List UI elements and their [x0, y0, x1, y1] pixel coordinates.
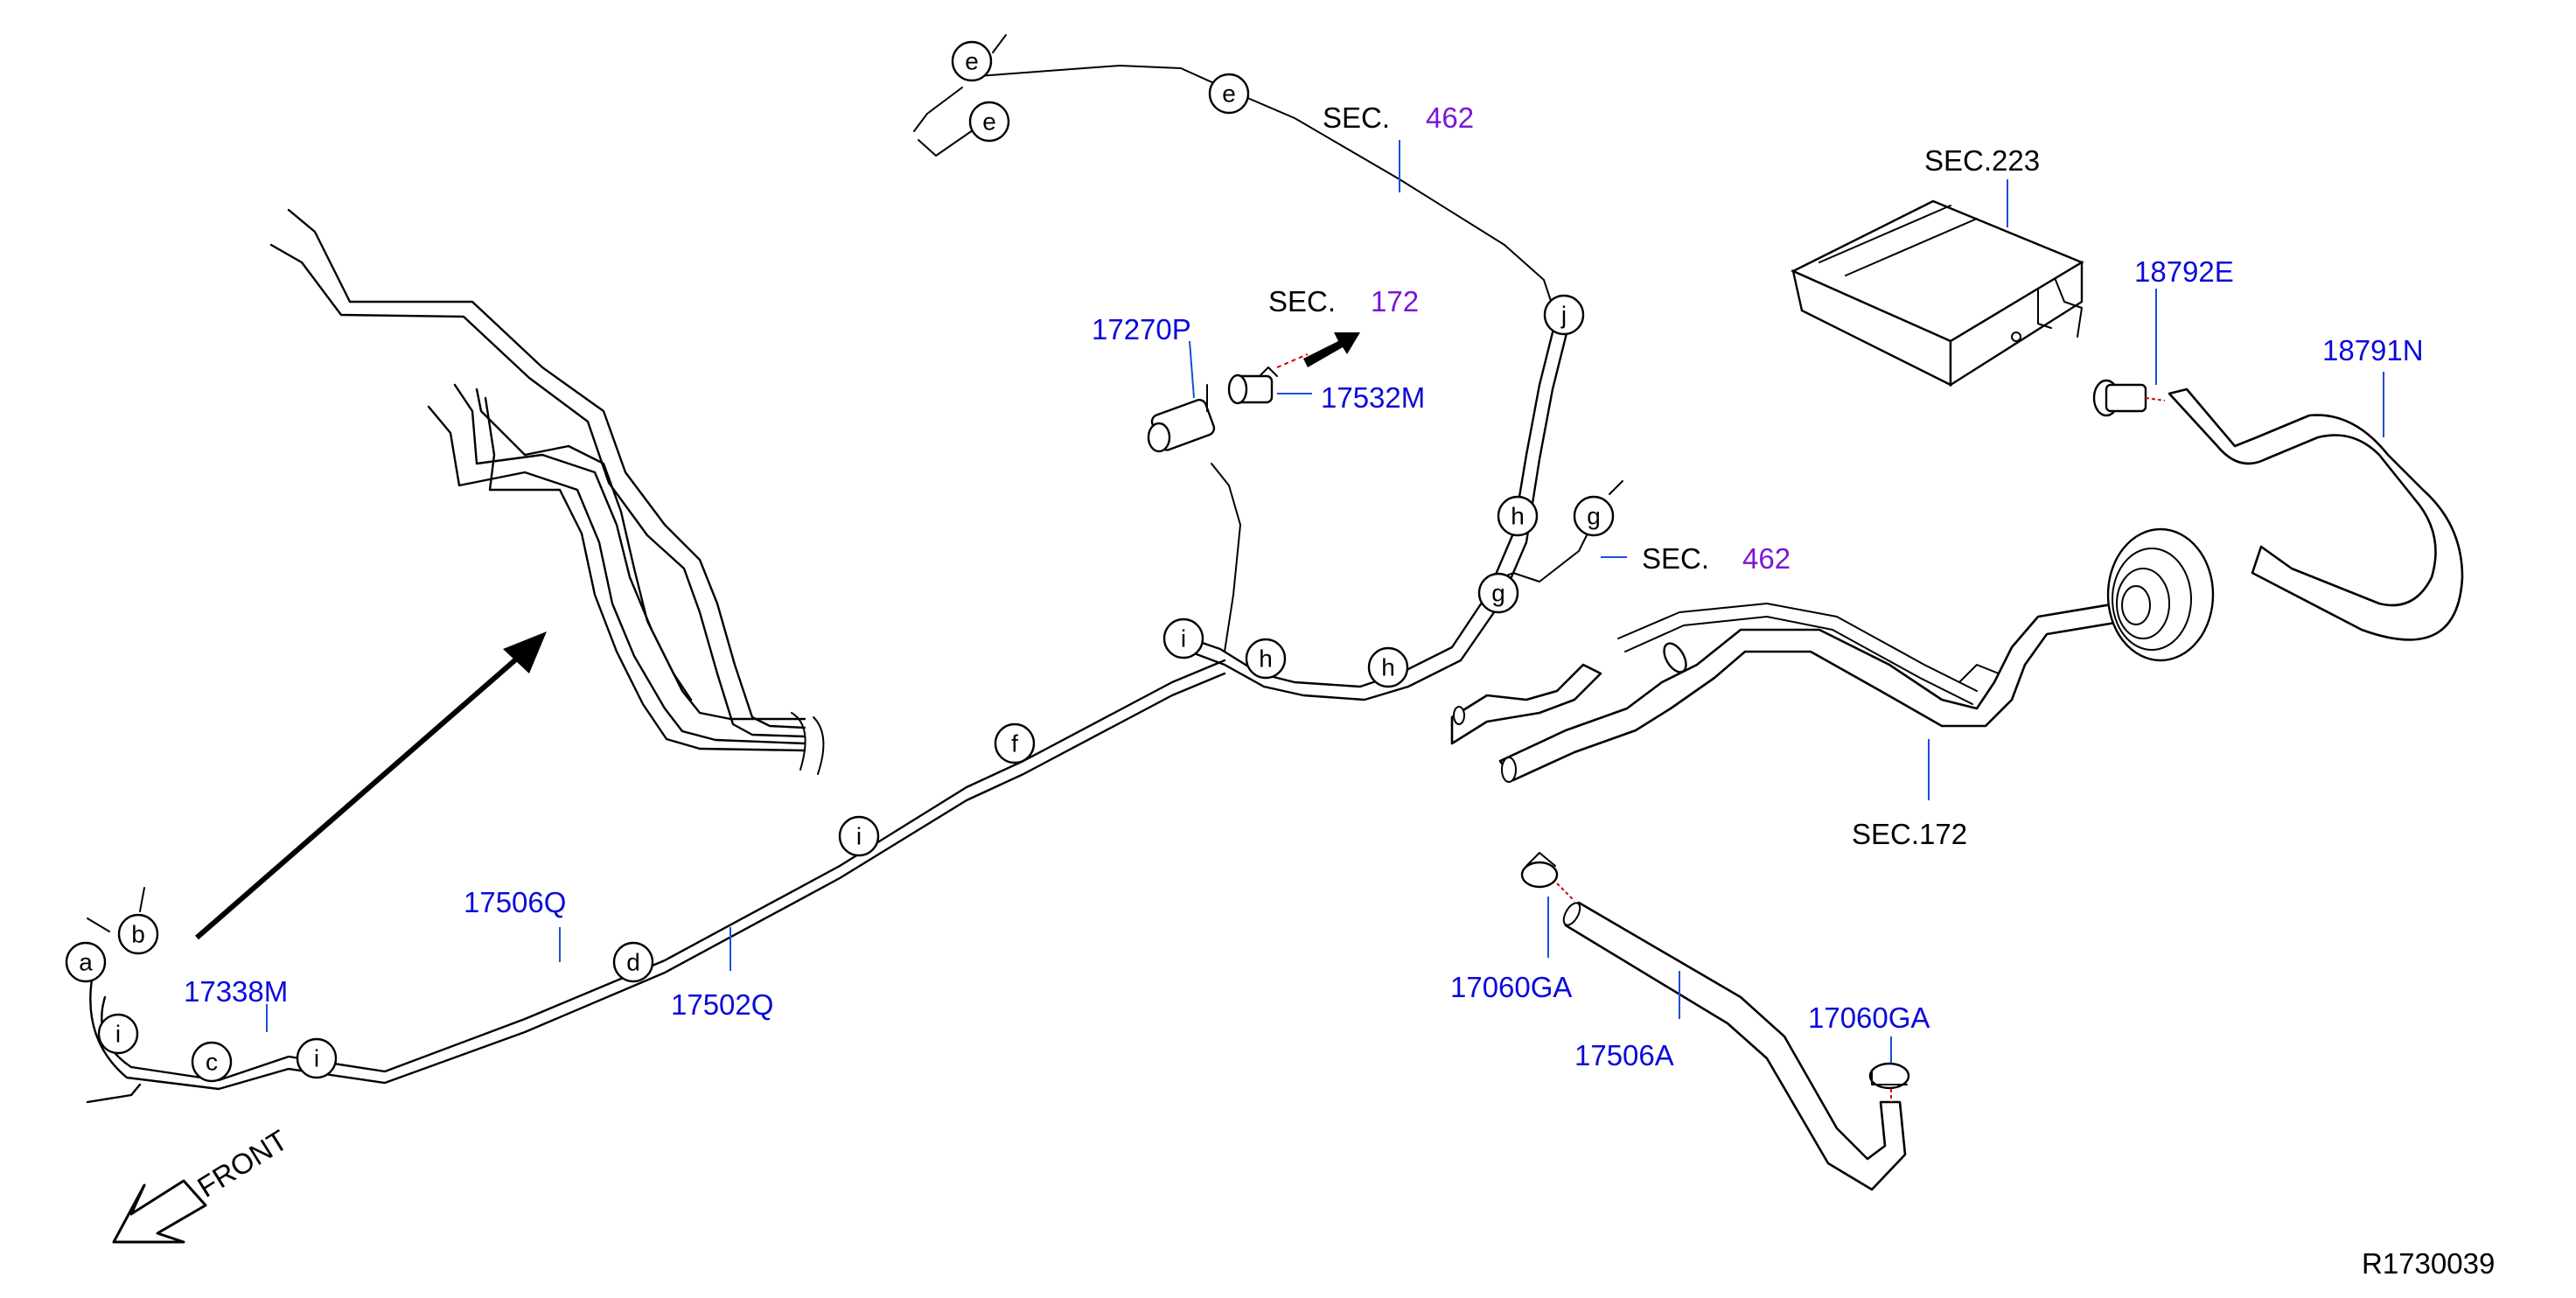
connector-c[interactable]: c	[191, 1041, 233, 1083]
evap-canister[interactable]	[1791, 199, 2084, 387]
filler-tube[interactable]	[1450, 527, 2215, 783]
connector-i-label: i	[856, 823, 862, 850]
fuel-line-bundle-upper[interactable]	[269, 208, 825, 775]
part-18791n[interactable]: 18791N	[2322, 334, 2424, 366]
sec172-arrow-icon	[1303, 332, 1360, 367]
leader-lines	[266, 140, 2384, 1063]
connector-h-2[interactable]: h	[1367, 646, 1409, 688]
sec-462-top[interactable]: SEC. 462	[1323, 101, 1474, 134]
sec-label: SEC.	[1268, 285, 1336, 318]
connector-e-2[interactable]: e	[968, 101, 1010, 143]
connector-i-3[interactable]: i	[296, 1037, 338, 1079]
part-17532m[interactable]: 17532M	[1321, 381, 1425, 414]
hose-17506a[interactable]	[1560, 900, 1907, 1191]
part-18792e[interactable]: 18792E	[2134, 255, 2234, 288]
connector-c-label: c	[206, 1049, 218, 1076]
connector-i-1[interactable]: i	[1162, 618, 1204, 659]
connector-d-label: d	[626, 949, 640, 976]
connector-h-label: h	[1511, 503, 1525, 530]
connector-g-2[interactable]: g	[1477, 572, 1519, 614]
part-17502q[interactable]: 17502Q	[671, 988, 773, 1021]
clamp-17060ga-left[interactable]	[1520, 852, 1575, 902]
part-17060ga-left[interactable]: 17060GA	[1450, 971, 1572, 1003]
connector-i-4[interactable]: i	[97, 1013, 139, 1055]
connector-i-label: i	[314, 1045, 319, 1072]
front-indicator: FRONT	[112, 1123, 293, 1244]
connector-h-label: h	[1259, 646, 1273, 673]
fuel-line-main[interactable]	[83, 313, 1572, 1104]
connector-e-1[interactable]: e	[951, 40, 993, 82]
connector-h-1[interactable]: h	[1497, 495, 1539, 537]
connector-i-2[interactable]: i	[838, 815, 880, 857]
part-17060ga-right[interactable]: 17060GA	[1808, 1001, 1930, 1034]
sec-223[interactable]: SEC.223	[1924, 144, 2040, 177]
connector-i-label: i	[1181, 625, 1186, 652]
hose-18791n[interactable]	[2168, 387, 2464, 641]
clip-17532m[interactable]	[1227, 353, 1309, 405]
connector-j[interactable]: j	[1543, 294, 1585, 336]
part-17270p[interactable]: 17270P	[1092, 313, 1191, 345]
sec-number: 462	[1426, 101, 1474, 134]
direction-arrow	[195, 632, 547, 940]
connector-e-label: e	[1222, 80, 1236, 108]
connector-d[interactable]: d	[612, 941, 654, 983]
sec-172-mid[interactable]: SEC. 172	[1268, 285, 1419, 318]
part-17338m[interactable]: 17338M	[184, 975, 288, 1008]
connector-e-label: e	[982, 108, 996, 136]
connector-f[interactable]: f	[994, 722, 1036, 764]
sec-label: SEC.	[1323, 101, 1390, 134]
connector-f-label: f	[1011, 730, 1018, 757]
vapor-line-top[interactable]	[913, 34, 1553, 307]
connector-b[interactable]: b	[117, 913, 159, 955]
connector-g-1[interactable]: g	[1573, 495, 1615, 537]
sec-number: 462	[1742, 542, 1791, 575]
connector-h-label: h	[1381, 654, 1395, 681]
connector-g-label: g	[1491, 580, 1505, 607]
front-arrow-icon	[112, 1179, 207, 1244]
connector-e-label: e	[965, 48, 979, 75]
connector-a-label: a	[79, 949, 93, 976]
diagram-reference-code: R1730039	[2362, 1247, 2495, 1280]
sec-462-right[interactable]: SEC. 462	[1642, 542, 1791, 575]
connector-b-label: b	[131, 921, 145, 948]
connector-18792e[interactable]	[2092, 379, 2166, 417]
sec-label: SEC.	[1642, 542, 1709, 575]
damper-17270p[interactable]	[1147, 384, 1216, 453]
connector-h-3[interactable]: h	[1245, 638, 1287, 680]
connector-j-label: j	[1560, 302, 1567, 329]
sec-172-filler[interactable]: SEC.172	[1852, 818, 1967, 850]
front-label: FRONT	[192, 1123, 293, 1204]
sec-number: 172	[1371, 285, 1419, 318]
connector-i-label: i	[115, 1021, 121, 1048]
clamp-17060ga-right[interactable]	[1868, 1062, 1910, 1102]
part-17506q[interactable]: 17506Q	[464, 886, 566, 918]
connector-a[interactable]: a	[65, 941, 107, 983]
part-17506a[interactable]: 17506A	[1574, 1039, 1674, 1071]
connector-e-3[interactable]: e	[1208, 73, 1250, 115]
connector-g-label: g	[1587, 503, 1601, 530]
